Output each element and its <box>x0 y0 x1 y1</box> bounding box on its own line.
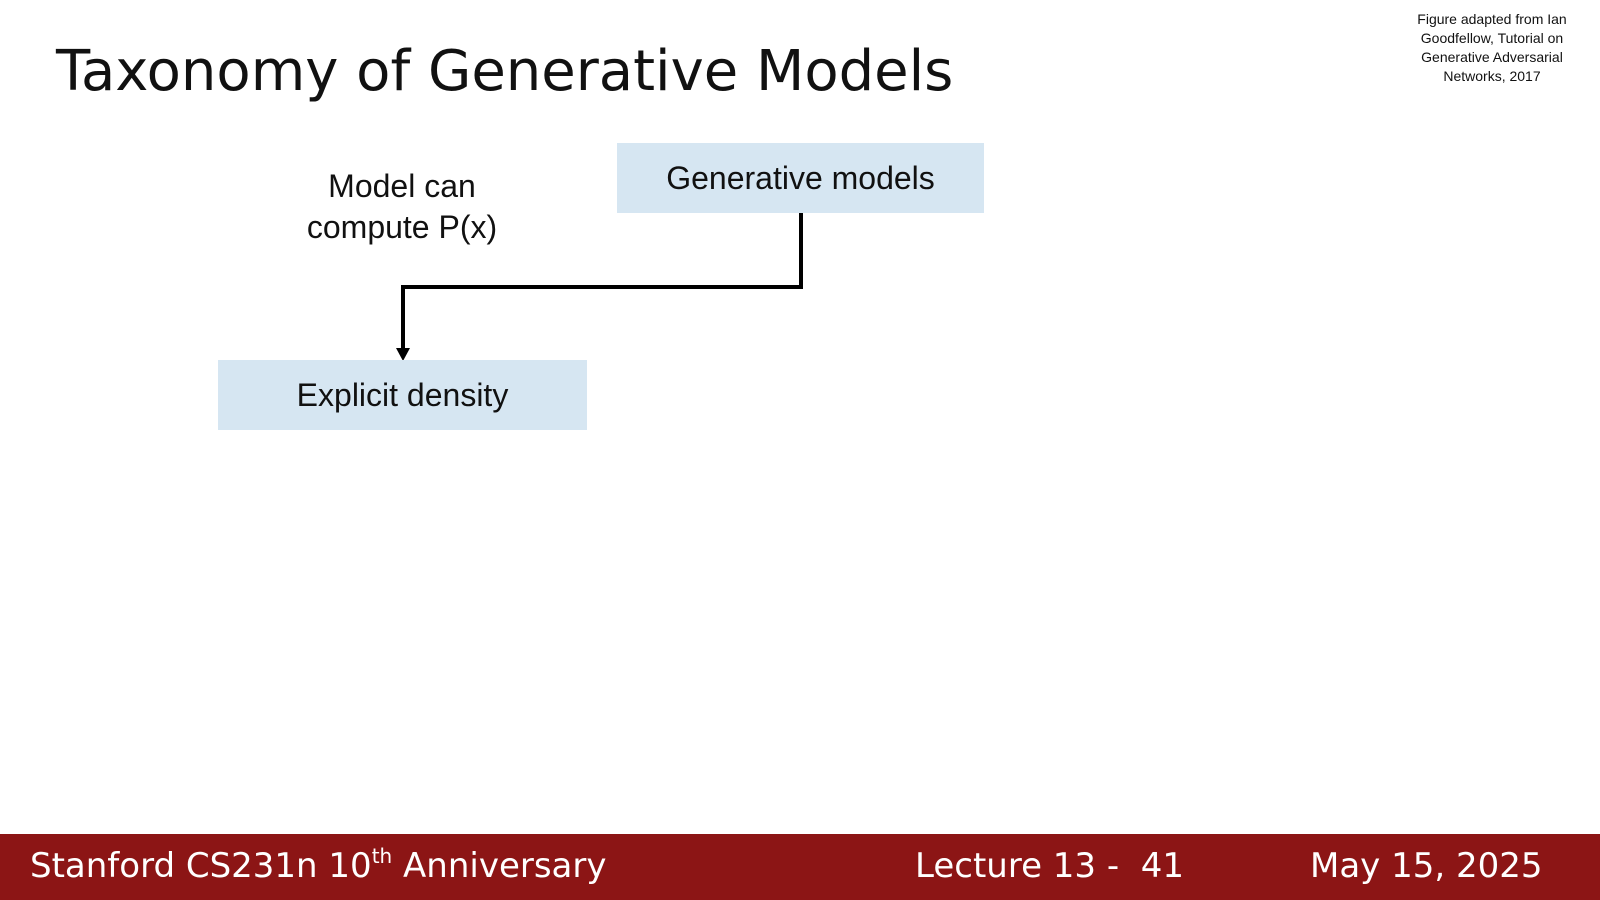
edge-label-line: Model can <box>328 168 476 204</box>
citation-line: Figure adapted from Ian <box>1417 11 1567 27</box>
node-generative-models: Generative models <box>617 143 984 213</box>
course-name-prefix: Stanford CS231n 10 <box>30 846 372 886</box>
course-name-superscript: th <box>371 844 393 868</box>
footer-date: May 15, 2025 <box>1310 846 1543 886</box>
citation-line: Generative Adversarial <box>1421 49 1563 65</box>
citation-line: Goodfellow, Tutorial on <box>1420 30 1564 46</box>
citation-line: Networks, 2017 <box>1443 68 1541 84</box>
arrowhead-icon <box>396 348 410 361</box>
edge-label-line: compute P(x) <box>306 209 498 245</box>
figure-citation: Figure adapted from Ian Goodfellow, Tuto… <box>1392 10 1592 86</box>
node-explicit-density: Explicit density <box>218 360 587 430</box>
slide-title: Taxonomy of Generative Models <box>56 39 954 104</box>
course-name-suffix: Anniversary <box>392 846 607 886</box>
node-label: Generative models <box>666 159 935 196</box>
node-label: Explicit density <box>296 376 509 413</box>
footer-course-name: Stanford CS231n 10th Anniversary <box>30 844 607 888</box>
slide-footer: Stanford CS231n 10th Anniversary Lecture… <box>0 834 1600 900</box>
footer-lecture-number: Lecture 13 - 41 <box>915 846 1185 886</box>
connector-elbow-line <box>401 213 803 350</box>
edge-label: Model can compute P(x) <box>262 166 542 248</box>
